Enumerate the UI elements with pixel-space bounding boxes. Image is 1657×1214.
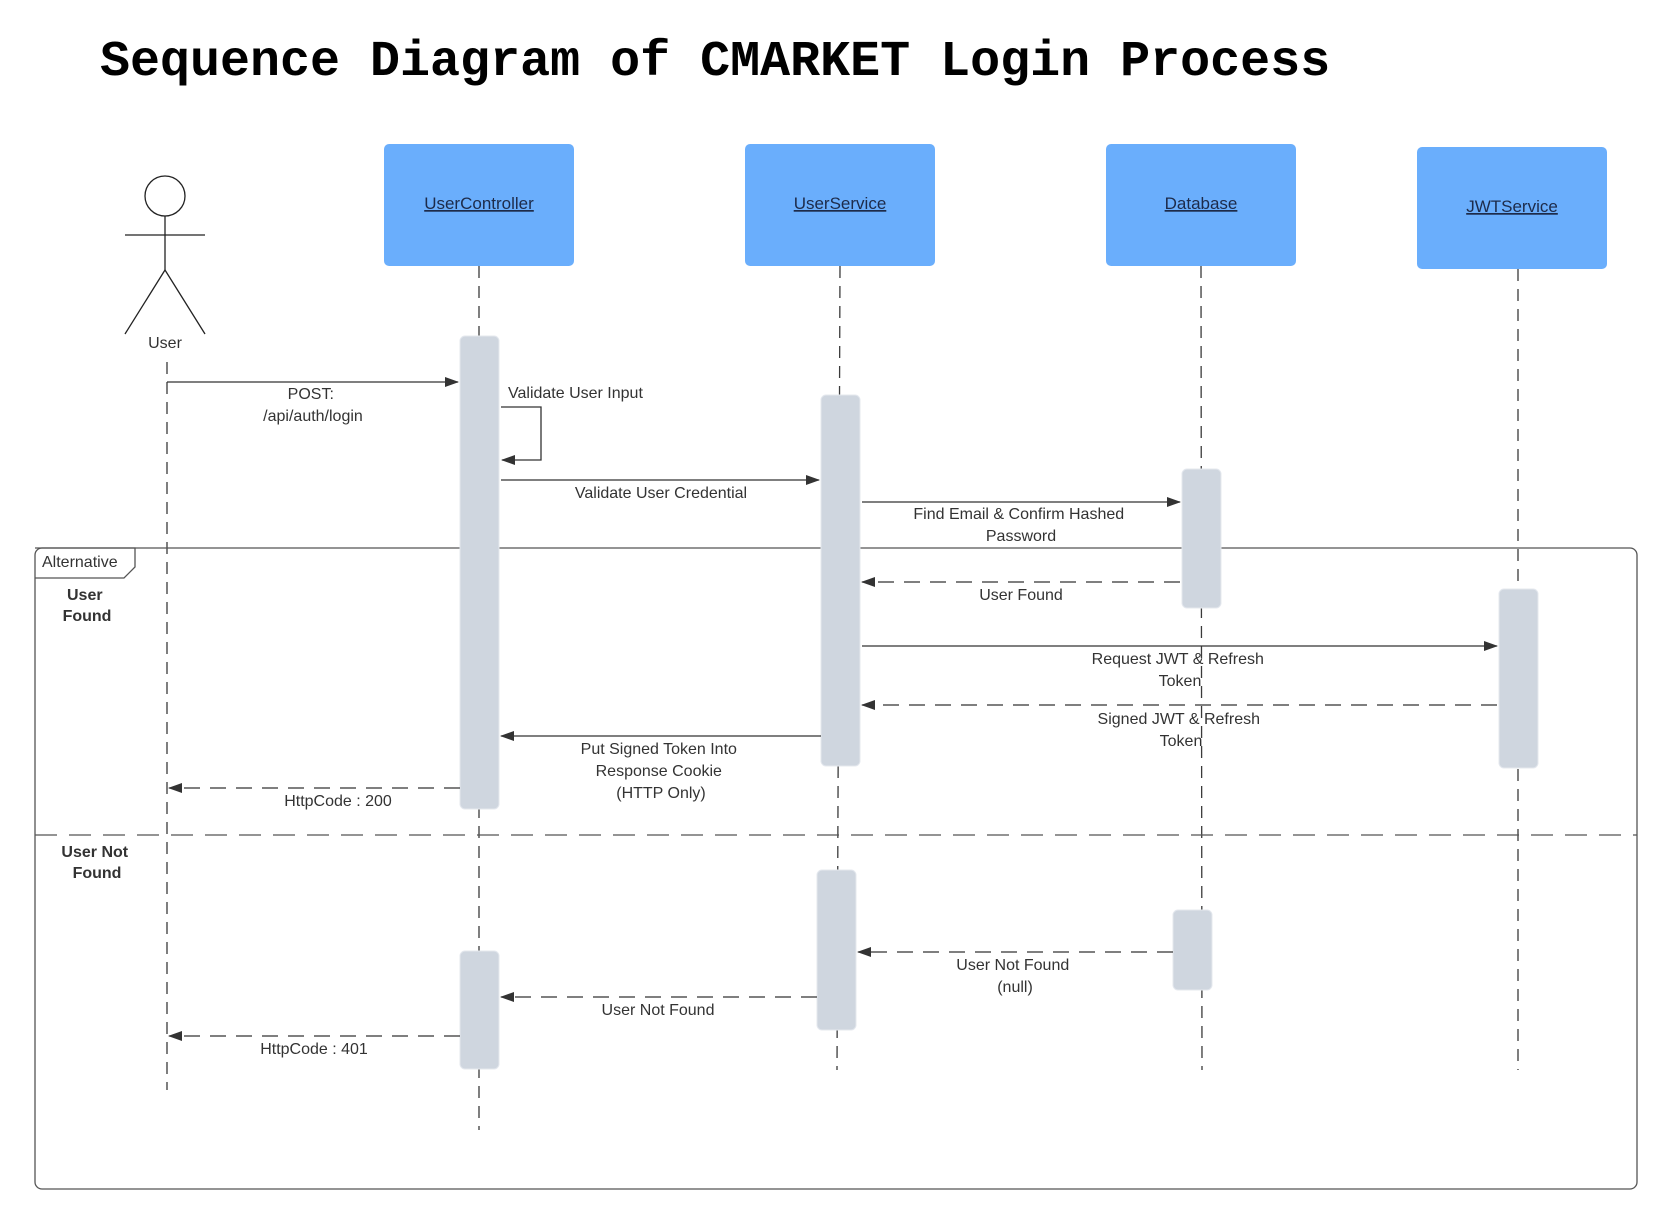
message-label-line: Response Cookie <box>596 763 722 780</box>
activation-service-notfound <box>816 869 857 1031</box>
lifeline-box-usercontroller <box>384 144 574 266</box>
diagram-title: Sequence Diagram of CMARKET Login Proces… <box>100 34 1330 91</box>
message-user-not-found-db-label: User Not Found (null) <box>956 957 1073 996</box>
message-label-line: (null) <box>997 979 1033 996</box>
message-post-login-label: POST: /api/auth/login <box>263 386 363 425</box>
actor-right-leg <box>164 269 206 335</box>
guard-user-not-found: User Not Found <box>61 844 132 882</box>
message-label-line: Signed JWT & Refresh <box>1098 711 1260 728</box>
message-http-200-label: HttpCode : 200 <box>284 793 392 810</box>
message-label-line: Request JWT & Refresh <box>1092 651 1264 668</box>
message-label-line: User Not Found <box>956 957 1069 974</box>
user-actor: User <box>124 175 206 352</box>
lifeline-box-jwtservice <box>1417 147 1607 269</box>
fragment-tag-box <box>35 547 136 579</box>
activation-service-main <box>820 394 861 767</box>
lifeline-label-database: Database <box>1165 194 1238 213</box>
message-put-token-label: Put Signed Token Into Response Cookie (H… <box>581 741 742 802</box>
guard-user-not-found-line: User Not <box>61 844 128 861</box>
fragment-tag: Alternative <box>42 554 118 571</box>
activation-controller-main <box>459 335 500 810</box>
lifeline-box-database <box>1106 144 1296 266</box>
lifeline-label-jwtservice: JWTService <box>1466 197 1558 216</box>
message-request-jwt-label: Request JWT & Refresh Token <box>1092 651 1269 690</box>
lifeline-label-userservice: UserService <box>794 194 887 213</box>
activation-jwt-main <box>1498 588 1539 769</box>
lifeline-box-userservice <box>745 144 935 266</box>
message-find-email-label: Find Email & Confirm Hashed Password <box>913 506 1128 545</box>
actor-head <box>144 175 186 217</box>
guard-user-not-found-line: Found <box>73 865 122 882</box>
lifeline-database: Database <box>1106 144 1296 266</box>
message-label-line: Token <box>1160 733 1203 750</box>
message-label-line: POST: <box>288 386 334 403</box>
message-user-not-found-service-label: User Not Found <box>602 1002 715 1019</box>
message-validate-input-label: Validate User Input <box>508 385 643 402</box>
lifeline-label-usercontroller: UserController <box>424 194 534 213</box>
activation-database-main <box>1181 468 1222 609</box>
message-label-line: Put Signed Token Into <box>581 741 737 758</box>
message-label-line: Password <box>986 528 1056 545</box>
message-validate-input-arrow <box>501 406 542 465</box>
message-label-line: (HTTP Only) <box>616 785 705 802</box>
actor-left-leg <box>124 269 166 335</box>
message-http-401-label: HttpCode : 401 <box>260 1041 368 1058</box>
lifeline-usercontroller: UserController <box>384 144 574 266</box>
guard-user-found-line: Found <box>63 608 112 625</box>
message-label-line: Find Email & Confirm Hashed <box>913 506 1124 523</box>
message-user-found-label: User Found <box>979 587 1063 604</box>
activation-database-notfound <box>1172 909 1213 991</box>
guard-user-found: User Found <box>63 587 112 625</box>
message-label-line: Token <box>1159 673 1202 690</box>
actor-label: User <box>148 335 182 352</box>
guard-user-found-line: User <box>67 587 103 604</box>
message-validate-credential-label: Validate User Credential <box>575 485 747 502</box>
message-label-line: /api/auth/login <box>263 408 363 425</box>
message-signed-jwt-label: Signed JWT & Refresh Token <box>1098 711 1265 750</box>
activation-controller-notfound <box>459 950 500 1070</box>
lifeline-jwtservice: JWTService <box>1417 147 1607 269</box>
lifeline-userservice: UserService <box>745 144 935 266</box>
